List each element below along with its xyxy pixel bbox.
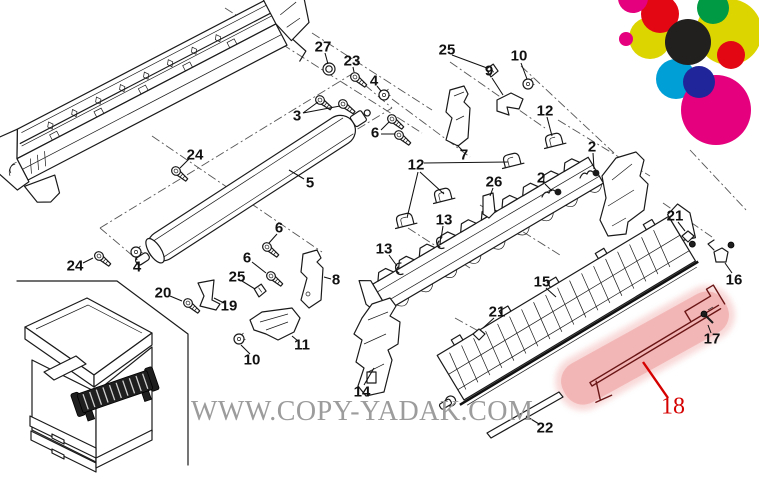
bracket-8 xyxy=(300,249,324,309)
screw-6d xyxy=(264,269,286,289)
screw-20 xyxy=(181,296,203,316)
clip-12b xyxy=(430,185,456,205)
rail-end-frame xyxy=(599,151,649,237)
plate-21-right xyxy=(681,230,695,243)
clip-12-right xyxy=(541,130,567,150)
plate-19 xyxy=(197,279,221,311)
bushing-27 xyxy=(322,62,336,76)
bracket-part-18 xyxy=(589,284,726,403)
leader-18-red xyxy=(642,361,669,399)
copier-inset xyxy=(24,297,160,473)
pin-17 xyxy=(700,306,714,324)
leader-lines xyxy=(82,52,733,425)
screw-23 xyxy=(348,70,370,90)
c-clip-10-mid xyxy=(233,332,247,345)
c-clip-10-top xyxy=(522,77,536,90)
strip-part-22 xyxy=(486,391,564,439)
screw-3b xyxy=(336,97,358,117)
frame-part-14 xyxy=(353,297,401,397)
upper-frame-assembly xyxy=(0,0,310,203)
screw-6b xyxy=(392,128,414,148)
fuser-unit-highlighted xyxy=(70,366,160,422)
roller-part-5 xyxy=(134,109,371,266)
clip-12c xyxy=(392,210,418,230)
screw-6c xyxy=(260,240,282,260)
highlight-18 xyxy=(555,285,735,411)
plate-21-left xyxy=(472,328,486,341)
small-parts xyxy=(92,62,735,345)
pad-25-mid xyxy=(252,282,268,299)
pad-25-top xyxy=(484,62,500,79)
screw-24-top xyxy=(169,164,191,184)
bracket-11 xyxy=(249,307,301,341)
bracket-7 xyxy=(445,85,471,147)
bracket-26 xyxy=(482,192,496,219)
inset-border xyxy=(16,280,189,466)
clip-16 xyxy=(707,239,735,263)
screw-24-left xyxy=(92,249,114,269)
lower-guide-assembly-15 xyxy=(436,203,699,410)
clip-12a xyxy=(499,150,525,170)
bracket-9 xyxy=(496,92,524,116)
